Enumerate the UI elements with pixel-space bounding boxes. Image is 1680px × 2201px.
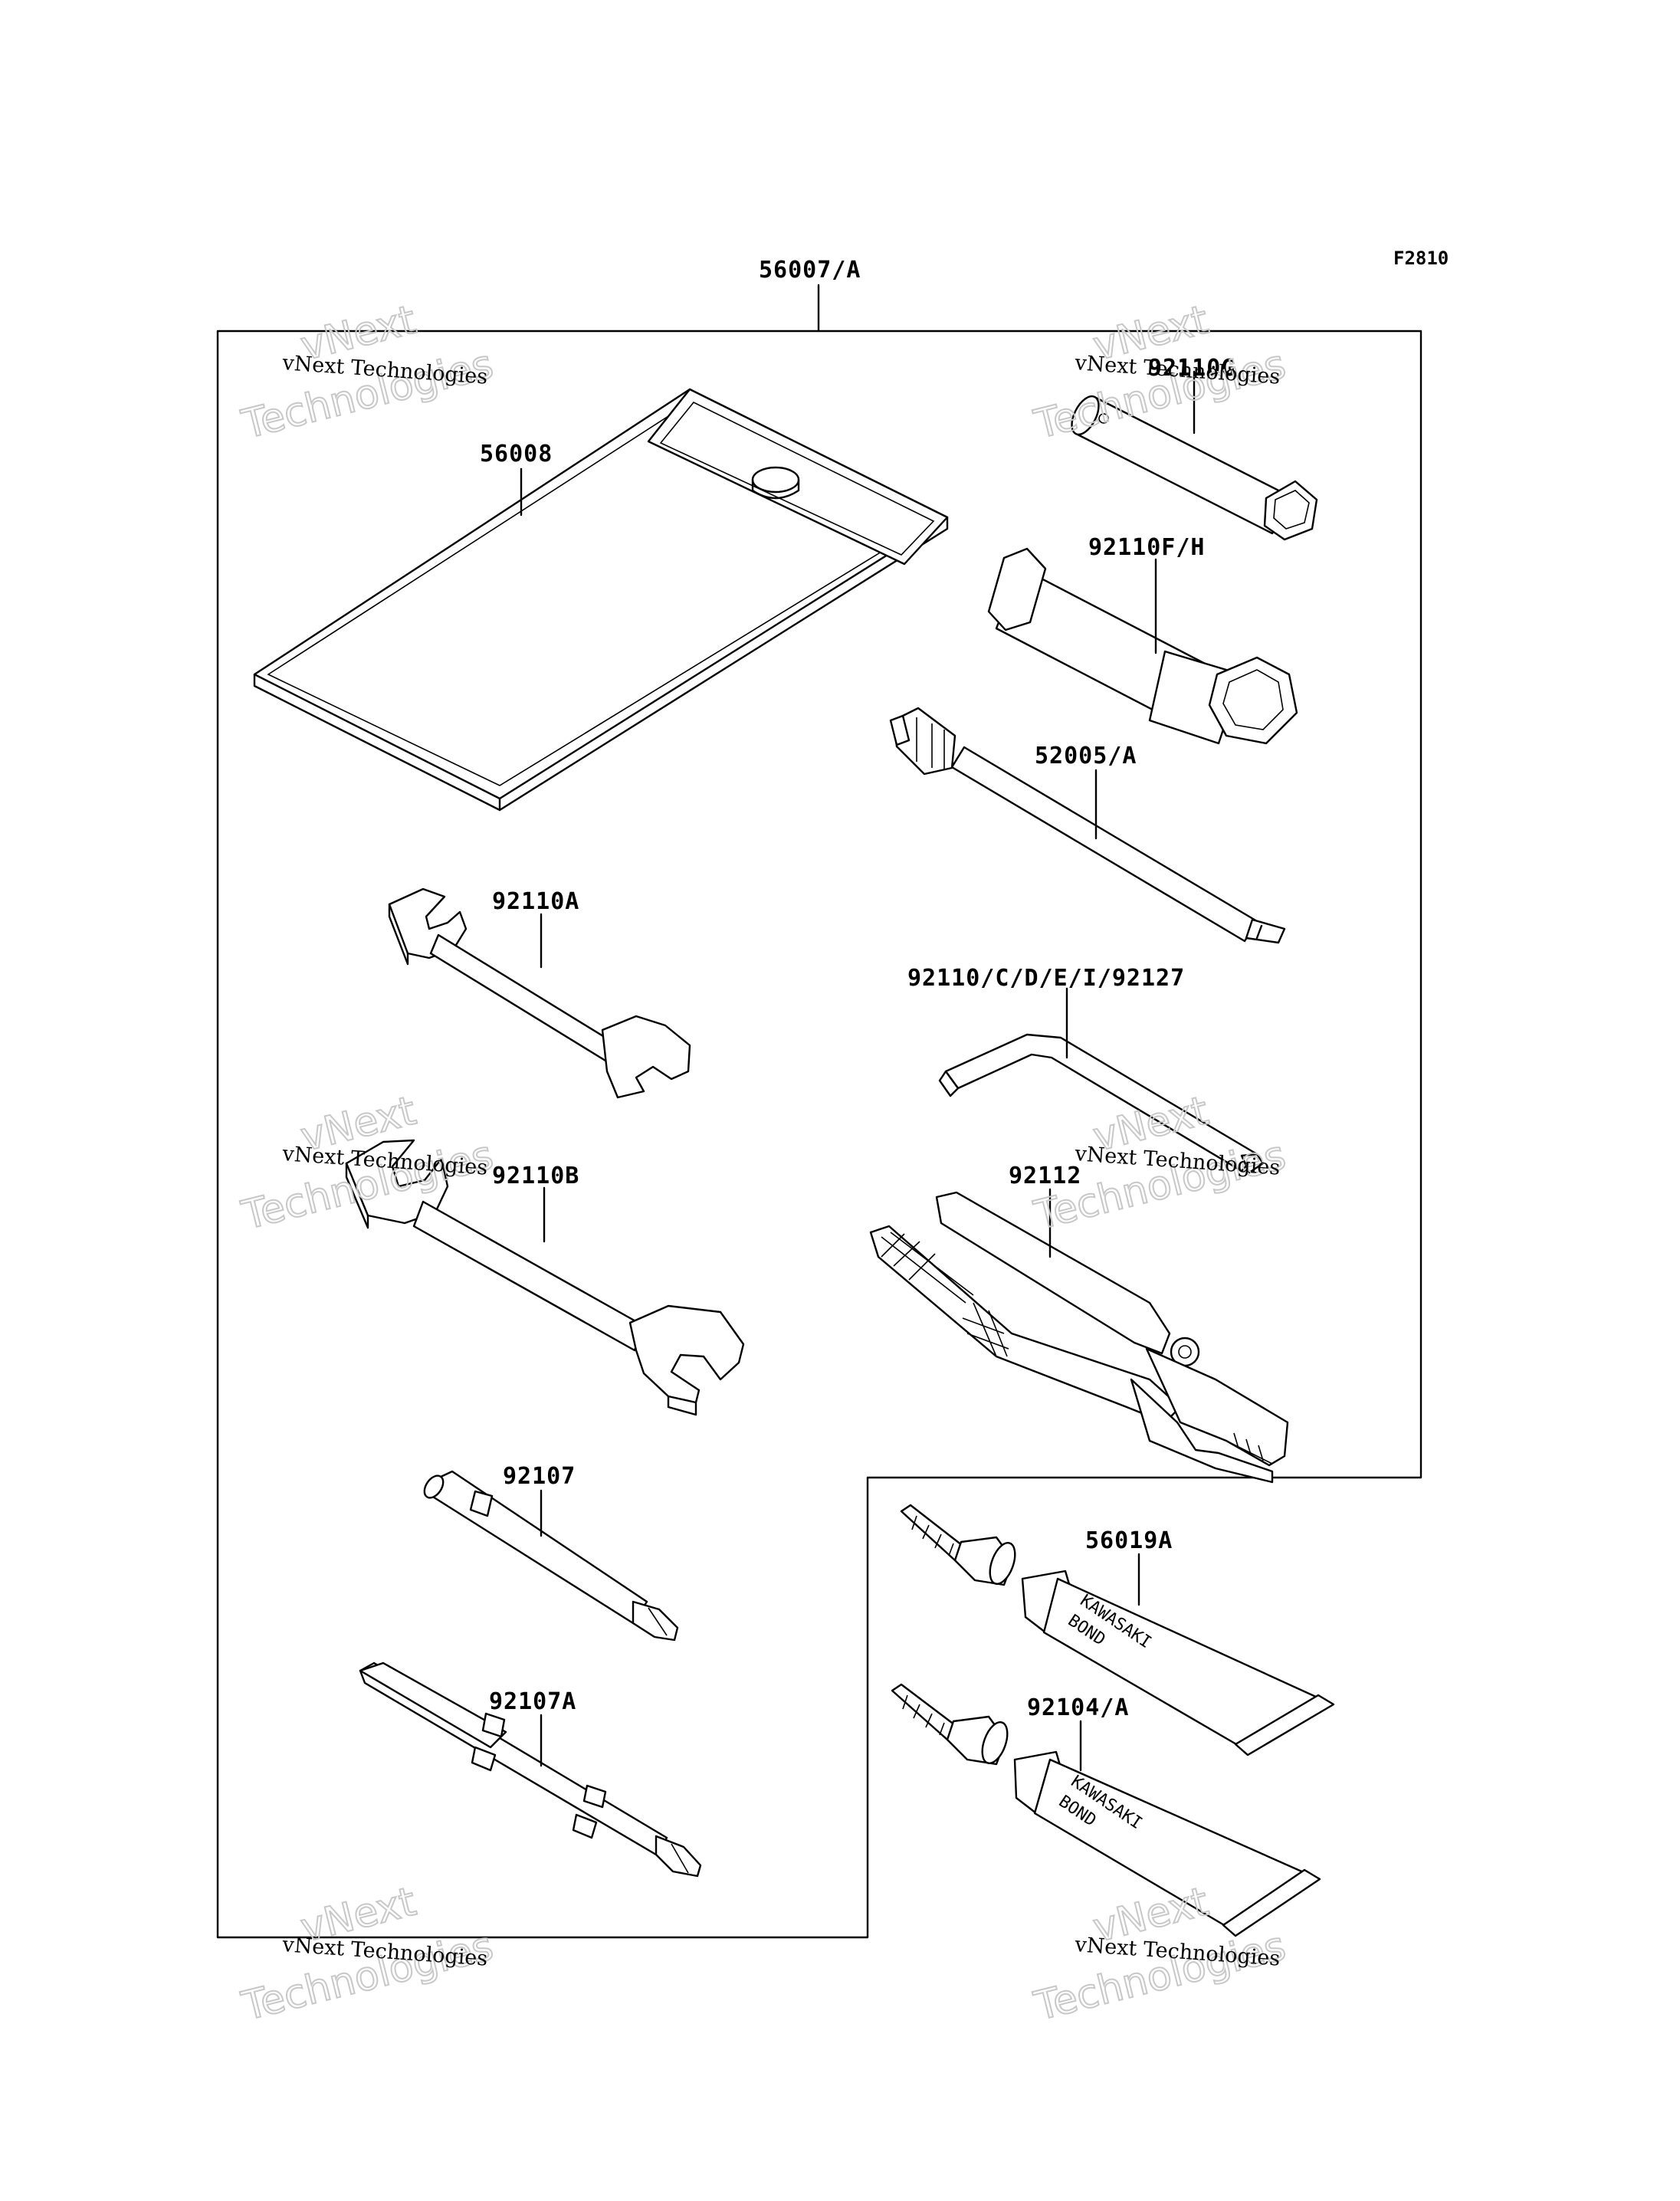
label-driver-handle: 52005/A [1035,743,1137,769]
label-screwdriver: 92107 [503,1463,576,1490]
hex-wrench [938,1033,1265,1174]
label-kit: 56007/A [759,257,861,284]
wrench-small [388,887,691,1099]
label-hex-wrenches: 92110/C/D/E/I/92127 [907,965,1185,992]
label-bond-1: 56019A [1085,1527,1173,1554]
bond-tube-1: KAWASAKI BOND [900,1504,1335,1757]
driver-handle [889,707,1286,944]
label-wrench-small: 92110A [492,888,579,915]
watermark-top-right: vNext Technologies vNext Technologies [1029,297,1291,449]
tool-bag [253,388,949,812]
screwdriver [423,1470,679,1642]
label-pliers: 92112 [1009,1163,1081,1189]
watermark-top-left: vNext Technologies vNext Technologies [237,297,499,449]
figure-id: F2810 [1393,248,1449,269]
screwdriver-double [359,1661,702,1878]
plug-wrench [1071,395,1318,541]
label-bond-2: 92104/A [1027,1694,1129,1721]
watermark-bottom-left: vNext Technologies vNext Technologies [237,1878,499,2031]
pliers [869,1191,1289,1484]
label-plug-wrench: 92110G [1148,355,1235,382]
wrench-large [345,1139,745,1416]
label-box-wrench: 92110F/H [1088,534,1206,561]
label-tool-bag: 56008 [480,441,553,467]
label-screwdriver-double: 92107A [489,1688,576,1715]
label-wrench-large: 92110B [492,1163,579,1189]
kit-frame [216,284,1422,1939]
box-wrench [987,547,1298,745]
